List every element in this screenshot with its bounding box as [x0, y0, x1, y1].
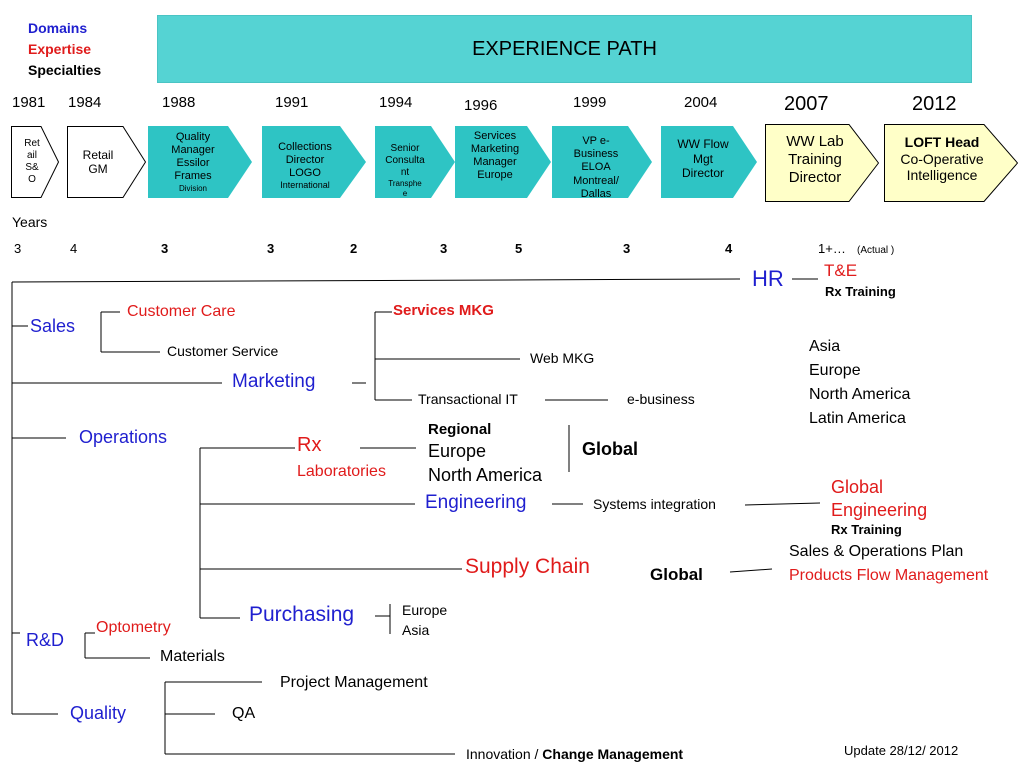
customer-care-expertise: Customer Care	[127, 303, 236, 320]
regional-europe: Europe	[428, 441, 487, 461]
regional-label: Regional	[428, 421, 492, 438]
systems-integration-specialty: Systems integration	[593, 496, 716, 512]
rx-training-specialty: Rx Training	[831, 522, 902, 537]
legend-specialties: Specialties	[28, 62, 102, 78]
duration: 5	[515, 241, 523, 256]
hr-domain: HR	[752, 266, 784, 291]
customer-service-specialty: Customer Service	[167, 343, 279, 359]
duration: 3	[440, 241, 448, 256]
regional-north-america: North America	[428, 465, 543, 485]
step-quality-manager: Quality Manager Essilor Frames Division	[148, 126, 252, 198]
rx-expertise: Rx	[297, 434, 322, 456]
year-label: 2007	[784, 93, 829, 115]
step-ww-flow-mgt-director: WW Flow Mgt Director	[661, 126, 757, 198]
region-item: Europe	[809, 362, 861, 379]
step-services-marketing-manager: Services Marketing Manager Europe	[455, 126, 551, 198]
year-label: 1991	[275, 94, 309, 111]
transactional-it-specialty: Transactional IT	[418, 391, 518, 407]
rd-domain: R&D	[26, 630, 65, 650]
step-retail-so: Ret ail S& O	[11, 126, 59, 198]
year-label: 2012	[912, 93, 957, 115]
duration: 4	[725, 241, 733, 256]
global-engineering-expertise: Engineering	[831, 500, 928, 520]
years-label: Years	[12, 214, 48, 230]
step-ww-lab-training-director: WW Lab Training Director	[765, 124, 879, 202]
legend-expertise: Expertise	[28, 41, 92, 57]
step-loft-head: LOFT Head Co-Operative Intelligence	[884, 124, 1018, 202]
te-expertise: T&E	[824, 261, 858, 280]
purchasing-domain: Purchasing	[249, 603, 355, 626]
year-label: 1999	[573, 94, 607, 111]
pfm-expertise: Products Flow Management	[789, 567, 989, 584]
year-label: 1984	[68, 94, 102, 111]
web-mkg-specialty: Web MKG	[530, 350, 595, 366]
duration: 3	[161, 241, 169, 256]
laboratories-expertise: Laboratories	[297, 463, 386, 480]
global-label: Global	[650, 565, 703, 584]
purchasing-europe: Europe	[402, 602, 448, 618]
region-item: North America	[809, 386, 911, 403]
services-mkg-expertise: Services MKG	[393, 302, 494, 319]
e-business-specialty: e-business	[627, 391, 695, 407]
global-engineering-expertise: Global	[831, 477, 884, 497]
materials-specialty: Materials	[160, 648, 225, 665]
region-item: Asia	[809, 338, 841, 355]
region-item: Latin America	[809, 410, 906, 427]
duration: 3	[267, 241, 275, 256]
supply-chain-expertise: Supply Chain	[465, 555, 590, 578]
actual-note: (Actual )	[857, 245, 895, 256]
project-management-specialty: Project Management	[280, 674, 428, 691]
purchasing-asia: Asia	[402, 622, 430, 638]
step-senior-consultant: Senior Consulta nt Transphe e	[375, 126, 455, 198]
marketing-domain: Marketing	[232, 371, 316, 392]
year-label: 1994	[379, 94, 413, 111]
step-retail-gm: Retail GM	[67, 126, 146, 198]
duration: 3	[14, 241, 22, 256]
legend-domains: Domains	[28, 20, 88, 36]
step-collections-director: Collections Director LOGO International	[262, 126, 366, 198]
duration: 1+…	[818, 241, 846, 256]
experience-path-banner: EXPERIENCE PATH	[157, 15, 972, 83]
qa-specialty: QA	[232, 705, 256, 722]
duration: 3	[623, 241, 631, 256]
update-date: Update 28/12/ 2012	[844, 743, 959, 758]
duration: 2	[350, 241, 358, 256]
duration: 4	[70, 241, 78, 256]
year-label: 1996	[464, 97, 498, 114]
year-label: 1988	[162, 94, 196, 111]
engineering-domain: Engineering	[425, 492, 527, 513]
year-label: 1981	[12, 94, 46, 111]
year-label: 2004	[684, 94, 718, 111]
sales-domain: Sales	[30, 316, 76, 336]
step-vp-ebusiness: VP e- Business ELOA Montreal/ Dallas	[552, 126, 652, 200]
banner-title: EXPERIENCE PATH	[472, 38, 657, 60]
global-label: Global	[582, 439, 639, 459]
sop-specialty: Sales & Operations Plan	[789, 543, 964, 560]
optometry-expertise: Optometry	[96, 619, 171, 636]
rx-training-specialty: Rx Training	[825, 284, 896, 299]
quality-domain: Quality	[70, 703, 127, 723]
innovation-change-management: Innovation / Change Management	[466, 746, 684, 762]
operations-domain: Operations	[79, 427, 168, 447]
